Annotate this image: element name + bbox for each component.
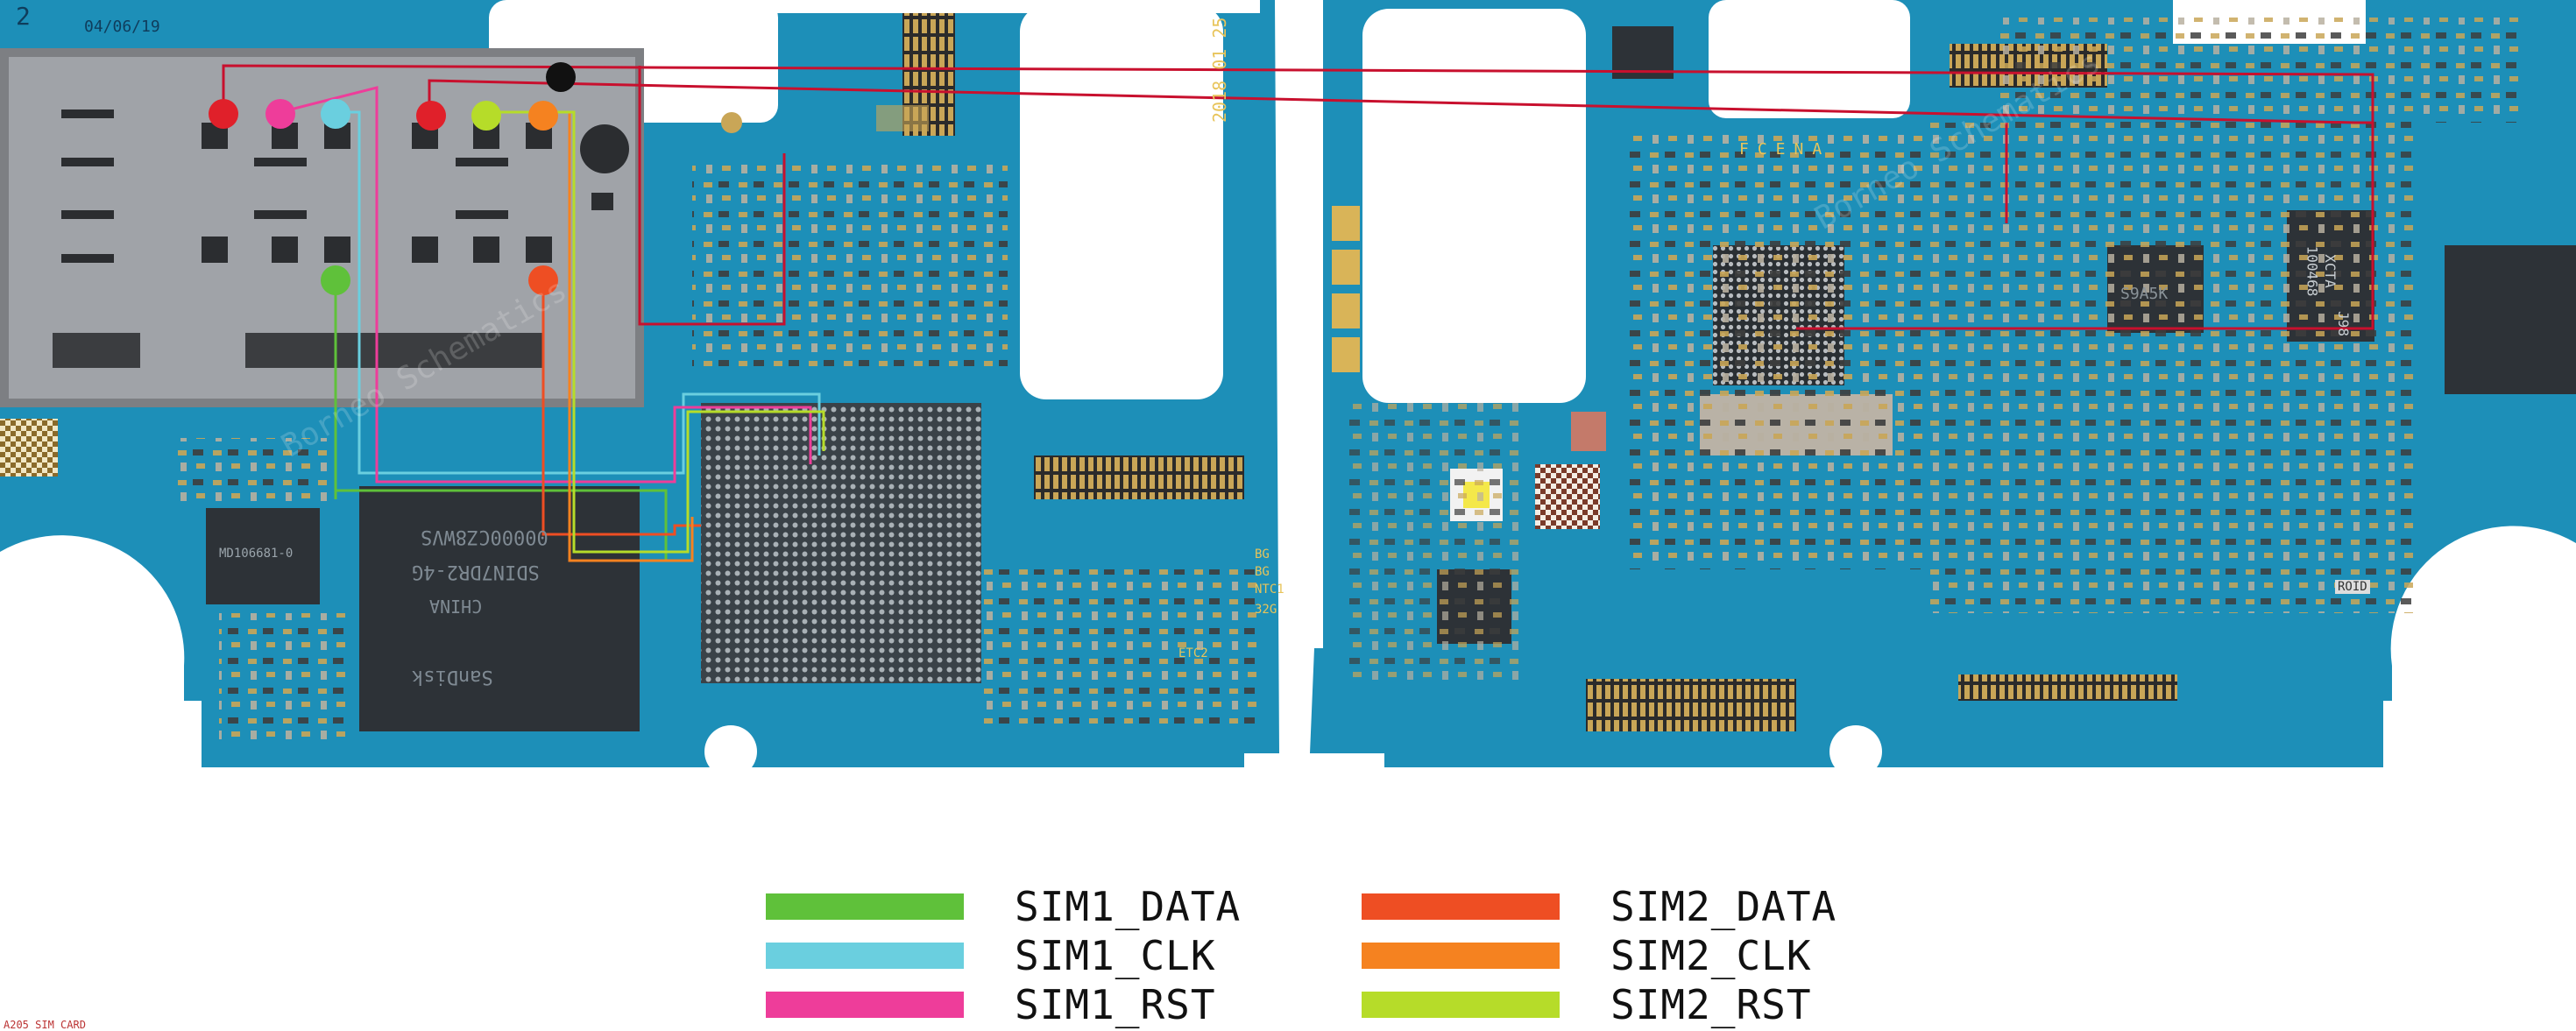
page-number: 2 — [16, 2, 31, 31]
legend-label: SIM1_CLK — [1015, 932, 1216, 979]
vertical-date: 2018 01 25 — [1209, 17, 1230, 123]
emmc-label: SDIN7DR2-4G — [412, 561, 540, 583]
legend-item-sim1-data: SIM1_DATA — [766, 883, 1241, 930]
pin-dot-pink — [265, 99, 295, 129]
pin-dot-green — [321, 265, 350, 295]
legend-item-sim2-rst: SIM2_RST — [1362, 981, 1812, 1028]
right-pmic-label-1: XCTA — [2321, 254, 2339, 288]
legend-label: SIM1_DATA — [1015, 883, 1242, 930]
legend-item-sim2-data: SIM2_DATA — [1362, 883, 1836, 930]
legend-item-sim1-clk: SIM1_CLK — [766, 932, 1216, 979]
legend-item-sim2-clk: SIM2_CLK — [1362, 932, 1812, 979]
right-small-label: ROID — [2335, 580, 2370, 594]
test-point-3: NTC1 — [1255, 583, 1284, 597]
test-point-5: ETC2 — [1178, 646, 1208, 660]
legend-swatch — [766, 893, 964, 920]
mid-ic-label: S9A5K — [2120, 285, 2169, 303]
mid-chip-label: 00000CZ8WVS — [421, 526, 548, 547]
legend-item-sim1-rst: SIM1_RST — [766, 981, 1216, 1028]
pin-dot-cyan — [321, 99, 350, 129]
left-ic-label: MD106681-0 — [219, 547, 294, 561]
emmc-origin: CHINA — [429, 596, 483, 617]
trace-lines — [222, 64, 2374, 562]
pin-dot-red-1 — [209, 99, 238, 129]
legend-swatch — [766, 992, 964, 1018]
test-point-1: BG — [1255, 547, 1270, 561]
sim-pin-markers — [209, 62, 576, 295]
legend-label: SIM2_DATA — [1610, 883, 1837, 930]
legend-swatch — [1362, 992, 1560, 1018]
right-pmic-label-3: J98 — [2334, 311, 2352, 336]
legend-label: SIM2_CLK — [1610, 932, 1812, 979]
legend-swatch — [1362, 893, 1560, 920]
page-caption: A205 SIM CARD — [4, 1019, 86, 1031]
legend-label: SIM1_RST — [1015, 981, 1216, 1028]
date-code: 04/06/19 — [84, 18, 160, 36]
emmc-brand: SanDisk — [412, 666, 493, 688]
test-point-4: 32G — [1255, 603, 1277, 617]
right-board — [1310, 0, 2576, 778]
legend-swatch — [766, 943, 964, 969]
pin-dot-lime — [471, 101, 501, 131]
pin-dot-black — [546, 62, 576, 92]
test-point-2: BG — [1255, 565, 1270, 579]
pin-dot-orange — [528, 101, 558, 131]
right-pmic-label-2: 100468 — [2304, 245, 2321, 297]
pin-dot-red-2 — [416, 101, 446, 131]
legend-label: SIM2_RST — [1610, 981, 1812, 1028]
legend-swatch — [1362, 943, 1560, 969]
pin-dot-red-3 — [528, 265, 558, 295]
fcena-label: FCENA — [1739, 140, 1831, 159]
